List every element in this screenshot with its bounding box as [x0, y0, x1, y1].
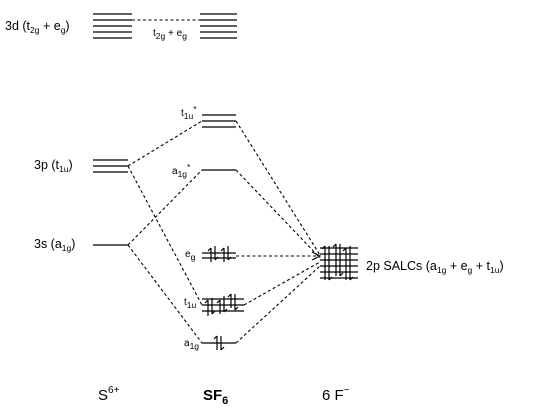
sf6-d-label: t2g + eg: [153, 28, 187, 41]
sf6-column-label: SF6: [203, 387, 228, 407]
eg-arrow-icon: [311, 251, 322, 261]
salc-label: 2p SALCs (a1g + eg + t1u): [366, 259, 504, 275]
sf6-d-levels: [200, 13, 237, 39]
s-3d-label: 3d (t2g + eg): [5, 19, 70, 35]
salc-levels: [320, 247, 358, 279]
t1u-label: t1u: [184, 297, 197, 310]
eg-label: eg: [185, 249, 196, 262]
s-3p-levels: [93, 159, 128, 173]
s-3s-label: 3s (a1g): [34, 237, 75, 253]
s-3p-label: 3p (t1u): [34, 158, 73, 174]
t1u-star-label: t1u*: [181, 104, 197, 121]
electron-arrows: [204, 243, 354, 351]
t1u-star-levels: [202, 114, 236, 128]
s-3d-levels: [93, 13, 132, 39]
fluoride-column-label: 6 F−: [322, 385, 350, 404]
t1u-levels: [202, 298, 244, 312]
a1g-label: a1g: [184, 338, 199, 351]
a1g-star-label: a1g*: [172, 162, 191, 179]
correlation-lines: [127, 120, 321, 344]
s6plus-column-label: S6+: [98, 385, 120, 404]
